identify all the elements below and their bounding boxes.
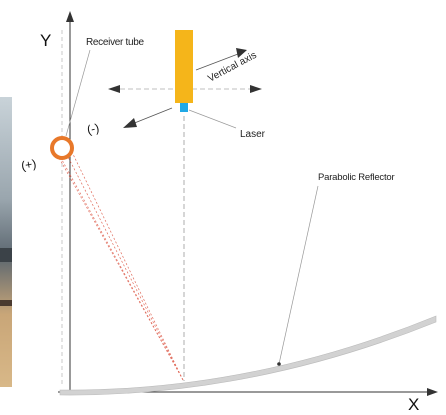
laser-label: Laser: [240, 129, 266, 140]
y-axis-label: Y: [40, 31, 51, 50]
parabolic-reflector: [59, 315, 437, 396]
y-axis: [66, 11, 74, 392]
background-photo-strip: [0, 97, 12, 387]
reflector-leader-dot: [277, 362, 281, 366]
parabolic-reflector-label: Parabolic Reflector: [318, 172, 394, 183]
minus-sign-label: (-): [86, 121, 101, 137]
receiver-leader-line: [65, 49, 91, 137]
laser-diagonal-motion: [123, 48, 247, 128]
vertical-axis-label: Vertical axis: [206, 50, 258, 85]
laser-leader-line: [188, 109, 237, 129]
laser-device: [175, 30, 193, 112]
x-axis-label: X: [408, 395, 419, 414]
reflector-leader-line: [278, 185, 319, 365]
receiver-tube: [50, 136, 74, 160]
plus-sign-label: (+): [20, 157, 37, 173]
receiver-tube-label: Receiver tube: [86, 37, 145, 48]
reflected-rays: [57, 147, 184, 381]
